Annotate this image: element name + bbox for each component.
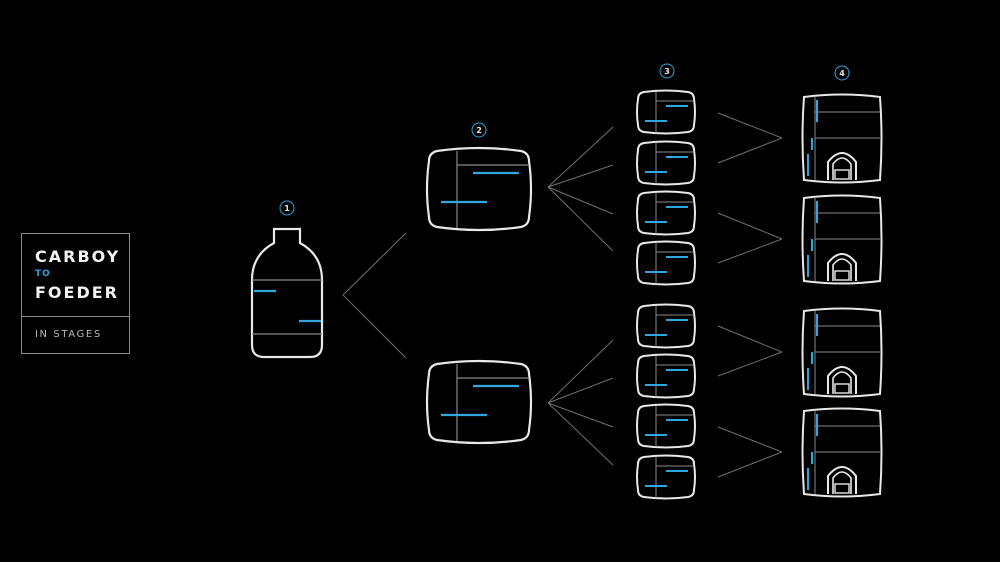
small-barrel bbox=[636, 403, 696, 449]
stage-1-number: 1 bbox=[284, 204, 290, 213]
small-barrel bbox=[636, 240, 696, 286]
stage-4-marker: 4 bbox=[834, 65, 850, 81]
small-barrel bbox=[636, 89, 696, 135]
small-barrel bbox=[636, 454, 696, 500]
title-card-header: CARBOY TO FOEDER bbox=[22, 234, 129, 317]
stage-2-number: 2 bbox=[476, 126, 482, 135]
small-barrel bbox=[636, 353, 696, 399]
stage-3-number: 3 bbox=[664, 67, 670, 76]
title-line-2: TO bbox=[35, 269, 51, 279]
carboy-vessel bbox=[250, 227, 324, 359]
stage-4-number: 4 bbox=[839, 69, 845, 78]
title-line-1: CARBOY bbox=[35, 247, 121, 266]
small-barrel bbox=[636, 190, 696, 236]
large-barrel bbox=[425, 146, 533, 232]
small-barrel bbox=[636, 303, 696, 349]
connectors-stage3 bbox=[717, 112, 783, 478]
title-card: CARBOY TO FOEDER IN STAGES bbox=[21, 233, 130, 354]
title-subtitle: IN STAGES bbox=[35, 329, 102, 340]
foeder bbox=[801, 93, 883, 184]
connectors-stage2 bbox=[547, 126, 614, 466]
connectors-stage1 bbox=[342, 232, 407, 359]
foeder bbox=[801, 307, 883, 398]
stage-1-marker: 1 bbox=[279, 200, 295, 216]
foeder bbox=[801, 194, 883, 285]
foeder bbox=[801, 407, 883, 498]
large-barrel bbox=[425, 359, 533, 445]
stage-3-marker: 3 bbox=[659, 63, 675, 79]
stage-2-marker: 2 bbox=[471, 122, 487, 138]
small-barrel bbox=[636, 140, 696, 186]
title-line-3: FOEDER bbox=[35, 283, 119, 302]
